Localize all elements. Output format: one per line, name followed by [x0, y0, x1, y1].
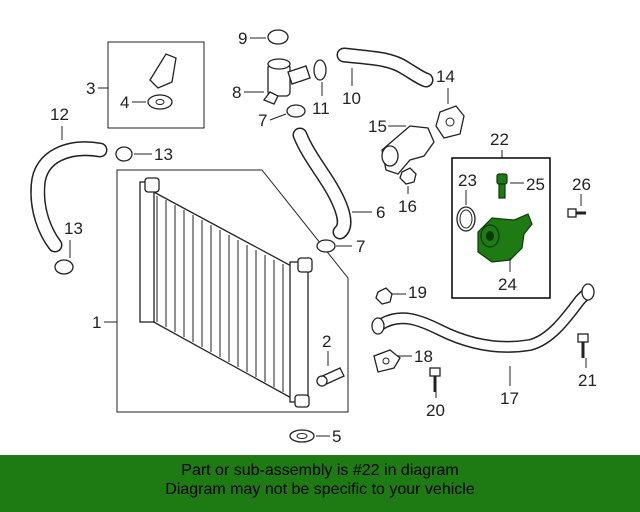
lower-insulator[interactable] — [289, 429, 315, 443]
upper-radiator-hose[interactable] — [336, 47, 434, 88]
hose-clamp-13-upper[interactable] — [115, 146, 133, 162]
callout-label-15: 15 — [368, 117, 387, 136]
part-info-line: Part or sub-assembly is #22 in diagram — [181, 462, 459, 479]
callout-3: 3 — [86, 79, 108, 98]
callout-7a: 7 — [258, 111, 287, 130]
callout-21: 21 — [578, 358, 597, 390]
callout-17: 17 — [500, 366, 519, 408]
callout-label-5: 5 — [332, 427, 341, 446]
callout-4: 4 — [120, 93, 146, 112]
callout-label-14: 14 — [436, 67, 455, 86]
callout-16: 16 — [398, 186, 417, 216]
thermostat-housing[interactable] — [435, 105, 465, 139]
bracket-group-box — [107, 41, 205, 129]
callout-label-21: 21 — [578, 371, 597, 390]
callout-label-4: 4 — [120, 93, 129, 112]
callout-label-7b: 7 — [356, 237, 365, 256]
radiator-cap[interactable] — [267, 29, 289, 45]
callout-9: 9 — [238, 29, 266, 48]
callout-label-23: 23 — [458, 171, 477, 190]
callout-label-8: 8 — [232, 83, 241, 102]
overflow-hose[interactable] — [30, 141, 108, 253]
callout-20: 20 — [426, 392, 445, 420]
callout-label-16: 16 — [398, 197, 417, 216]
insulator[interactable] — [147, 94, 173, 110]
water-pipe-assembly[interactable] — [371, 283, 595, 353]
part-info-banner: Part or sub-assembly is #22 in diagram D… — [0, 455, 640, 512]
thermostat-housing-24[interactable] — [477, 213, 533, 263]
callout-22: 22 — [490, 130, 509, 158]
callout-25: 25 — [510, 175, 545, 194]
callout-1: 1 — [92, 313, 117, 332]
radiator-assembly[interactable] — [116, 169, 349, 413]
callout-19: 19 — [392, 283, 427, 302]
callout-label-18: 18 — [414, 347, 433, 366]
callout-24: 24 — [498, 258, 517, 294]
callout-10: 10 — [342, 68, 361, 108]
callout-label-7a: 7 — [258, 111, 267, 130]
diagram-disclaimer: Diagram may not be specific to your vehi… — [165, 481, 475, 498]
gasket-18[interactable] — [373, 349, 401, 373]
callout-label-26: 26 — [572, 175, 591, 194]
bolt-21[interactable] — [577, 333, 589, 358]
callout-label-2: 2 — [322, 332, 331, 351]
parts-diagram: 1 2 3 4 5 6 — [30, 29, 597, 446]
callout-label-20: 20 — [426, 401, 445, 420]
callout-label-1: 1 — [92, 313, 101, 332]
callout-13b: 13 — [64, 219, 83, 258]
callout-label-17: 17 — [500, 389, 519, 408]
callout-label-13b: 13 — [64, 219, 83, 238]
callout-label-12: 12 — [50, 105, 69, 124]
hose-clamp-13-lower[interactable] — [54, 259, 74, 275]
callout-5: 5 — [316, 427, 341, 446]
callout-label-25: 25 — [526, 175, 545, 194]
nut-19[interactable] — [375, 287, 393, 305]
callout-26: 26 — [572, 175, 591, 206]
callout-12: 12 — [50, 105, 69, 140]
bolt-20[interactable] — [429, 367, 441, 392]
callout-label-19: 19 — [408, 283, 427, 302]
hose-clamp-upper[interactable] — [286, 104, 306, 118]
callout-8: 8 — [232, 83, 264, 102]
callout-label-10: 10 — [342, 89, 361, 108]
callout-label-11: 11 — [312, 99, 330, 118]
nut-16[interactable] — [399, 167, 417, 185]
callout-15: 15 — [368, 117, 406, 136]
lower-radiator-hose[interactable] — [292, 127, 352, 240]
callout-2: 2 — [322, 332, 331, 366]
temperature-sensor-25[interactable] — [496, 173, 508, 199]
bolt-26[interactable] — [567, 208, 586, 218]
callout-label-13a: 13 — [154, 145, 173, 164]
callout-label-6: 6 — [376, 203, 385, 222]
callout-label-9: 9 — [238, 29, 247, 48]
thermostat-assembly-22[interactable] — [451, 157, 551, 299]
hose-clamp-lower[interactable] — [316, 239, 336, 253]
callout-label-3: 3 — [86, 79, 95, 98]
callout-13a: 13 — [134, 145, 173, 164]
callout-14: 14 — [436, 67, 455, 104]
hose-clamp-11[interactable] — [313, 59, 327, 81]
drain-plug[interactable] — [316, 367, 345, 387]
water-outlet-fitting[interactable] — [262, 58, 311, 105]
callout-23: 23 — [458, 171, 477, 205]
mounting-bracket[interactable] — [149, 53, 177, 89]
callout-7b: 7 — [336, 237, 365, 256]
callout-6: 6 — [352, 203, 385, 222]
callout-11: 11 — [312, 82, 330, 118]
callout-18: 18 — [398, 347, 433, 366]
callout-label-24: 24 — [498, 275, 517, 294]
callout-label-22: 22 — [490, 130, 509, 149]
water-inlet-pipe[interactable] — [381, 125, 435, 175]
